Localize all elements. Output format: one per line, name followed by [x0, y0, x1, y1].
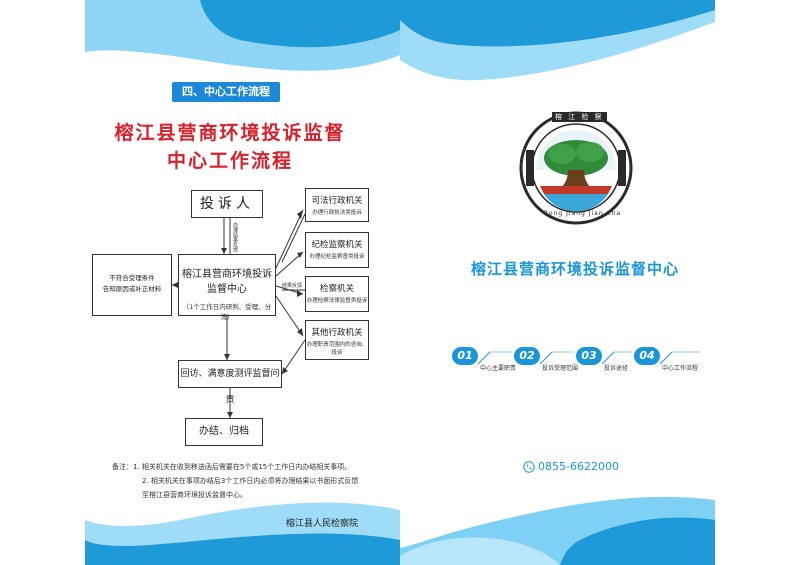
slash-decoration-icon [540, 351, 574, 365]
notes: 备注：1. 相关机关在收到移送函后需要在5个或15个工作日内办结相关事项。 2.… [112, 460, 392, 502]
agency-desc-line2: 投诉 [331, 350, 343, 356]
section-tab: 四、中心工作流程 [172, 82, 280, 102]
emblem-logo [519, 111, 633, 225]
phone-number: 0855-6622000 [538, 460, 619, 473]
center-box: 榕江县营商环境投诉监督中心 （1个工作日内研判、受理、分流） [178, 254, 276, 321]
agency-desc: 办理检察法律监督类投诉 [306, 298, 368, 304]
brochure-main-title: 榕江县营商环境投诉监督中心 [470, 260, 679, 278]
note-line1: 备注：1. 相关机关在收到移送函后需要在5个或15个工作日内办结相关事项。 [112, 463, 352, 471]
top-left-wave-dark [200, 0, 400, 48]
agency-name: 纪检监察机关 [311, 240, 363, 250]
slash-decoration-icon [660, 351, 700, 365]
reject-box: 不符合受理条件 告知原因或补正材料 [92, 254, 172, 316]
feedback-box: 回访、满意度测评监督问责 [178, 360, 282, 405]
note-line2: 2. 相关机关在事项办结后3个工作日内必须将办理结果以书面形式反馈 [142, 477, 359, 485]
flow-title-line2: 中心工作流程 [166, 150, 293, 172]
emblem-top-text: 榕 江 检 察 [552, 112, 607, 122]
nav-number: 01 [452, 347, 478, 365]
result-feedback-note: 结果反馈 [282, 283, 303, 289]
agency-other: 其他行政机关 办理职责范围内的咨询、 投诉 [305, 320, 369, 360]
bottom-left-wave-dark [85, 533, 400, 565]
agency-judicial: 司法行政机关 办理行政执法类投诉 [305, 188, 369, 222]
slash-decoration-icon [602, 351, 632, 365]
reject-line2: 告知原因或补正材料 [102, 285, 162, 293]
agency-name: 检察机关 [319, 284, 354, 294]
center-box-title: 榕江县营商环境投诉监督中心 [182, 269, 272, 295]
bottom-right-wave-mid [400, 537, 560, 565]
nav-item-04: 04 中心工作流程 [634, 347, 704, 372]
agency-procuratorate: 检察机关 办理检察法律监督类投诉 [305, 276, 369, 312]
nav-label: 投诉途径 [604, 365, 629, 372]
reject-line1: 不符合受理条件 [109, 274, 155, 282]
nav-item-02: 02 投诉受理范围 [514, 347, 579, 372]
phone-icon [523, 461, 535, 473]
nav-item-01: 01 中心主要职责 [452, 347, 517, 372]
nav-label: 投诉受理范围 [542, 365, 579, 372]
nav-label: 中心工作流程 [662, 365, 699, 372]
agency-desc: 办理纪检监察督类投诉 [309, 254, 365, 260]
nav-label: 中心主要职责 [480, 365, 517, 372]
organization-name: 榕江县人民检察院 [286, 519, 359, 529]
feedback-vertical-note: 办理结果反馈 [232, 222, 238, 252]
flow-title-line1: 榕江县营商环境投诉监督 [114, 122, 346, 144]
agency-desc-line1: 办理职责范围内的咨询、 [306, 342, 368, 348]
slash-decoration-icon [478, 351, 512, 365]
nav-item-03: 03 投诉途径 [576, 347, 632, 372]
closure-box: 办结、归档 [185, 418, 263, 446]
nav-number: 03 [576, 347, 602, 365]
agency-desc: 办理行政执法类投诉 [312, 210, 362, 216]
note-line3: 至榕江县营商环境投诉监督中心。 [142, 491, 247, 499]
nav-number: 02 [514, 347, 540, 365]
agency-name: 其他行政机关 [311, 328, 363, 338]
nav-number: 04 [634, 347, 660, 365]
agency-discipline: 纪检监察机关 办理纪检监察督类投诉 [305, 232, 369, 268]
agency-name: 司法行政机关 [311, 196, 363, 206]
bottom-right-wave-dark [560, 517, 715, 565]
complainant-box: 投诉人 [191, 190, 263, 218]
center-box-subtitle: （1个工作日内研判、受理、分流） [182, 303, 272, 321]
emblem-bottom-text: Rong Jiang Jian Cha [544, 210, 622, 217]
top-right-wave-dark [400, 0, 715, 47]
